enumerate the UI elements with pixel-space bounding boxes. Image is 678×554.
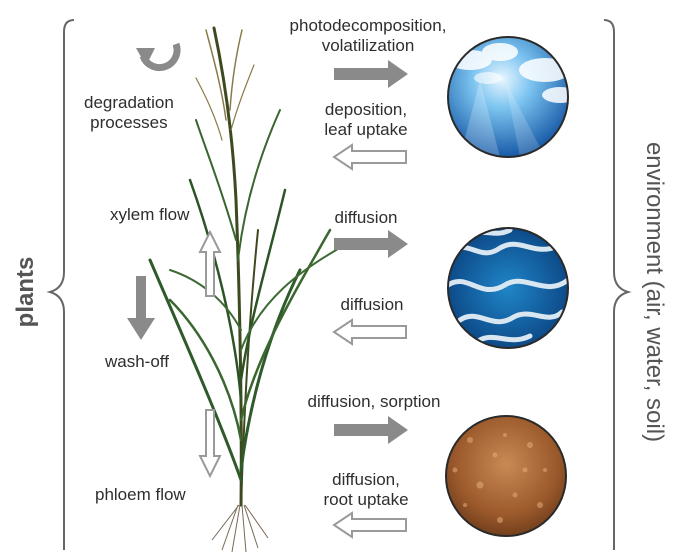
arrow-to-water <box>334 230 408 258</box>
plants-label: plants <box>12 257 40 328</box>
air-in-label: deposition, leaf uptake <box>306 100 426 140</box>
water-in-label: diffusion <box>326 295 418 315</box>
environment-label: environment (air, water, soil) <box>640 142 668 442</box>
arrow-from-water <box>334 320 406 344</box>
degradation-label: degradation processes <box>84 93 174 133</box>
phloem-flow-label: phloem flow <box>95 485 186 505</box>
arrow-from-air <box>334 145 406 169</box>
water-image <box>448 228 568 348</box>
soil-out-label: diffusion, sorption <box>284 392 464 412</box>
wash-off-label: wash-off <box>105 352 169 372</box>
arrow-to-air <box>334 60 408 88</box>
plant-roots-graphic <box>212 505 268 552</box>
air-out-label: photodecomposition, volatilization <box>262 16 474 56</box>
plants-brace <box>50 20 74 550</box>
wash-off-arrow <box>127 276 155 340</box>
cycle-icon <box>136 44 177 68</box>
arrow-from-soil <box>334 513 406 537</box>
arrow-to-soil <box>334 416 408 444</box>
soil-image <box>446 416 566 536</box>
environment-brace <box>604 20 628 550</box>
soil-in-label: diffusion, root uptake <box>306 470 426 510</box>
xylem-flow-label: xylem flow <box>110 205 189 225</box>
water-out-label: diffusion <box>320 208 412 228</box>
